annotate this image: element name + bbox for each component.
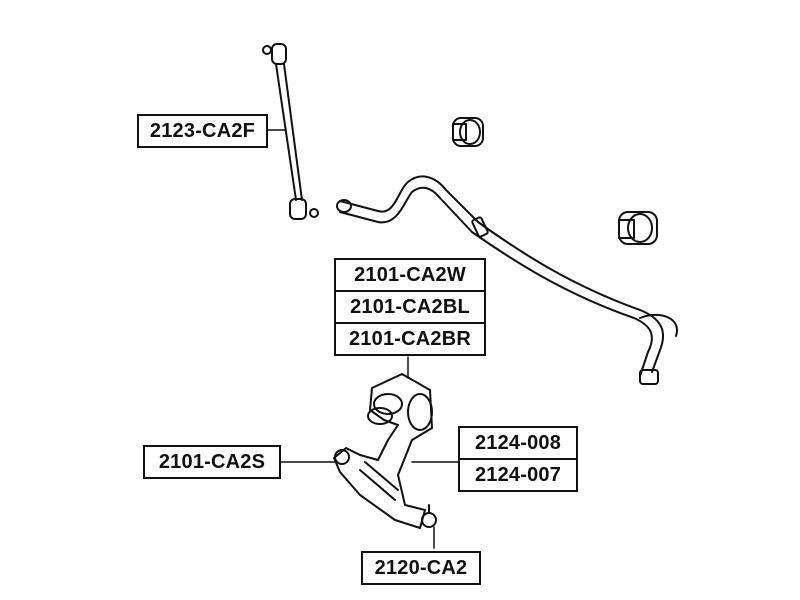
label-2101-CA2W: 2101-CA2W — [334, 258, 486, 292]
label-2101-CA2BL: 2101-CA2BL — [334, 290, 486, 324]
label-2101-CA2S: 2101-CA2S — [143, 445, 281, 479]
leader-lines — [267, 129, 459, 549]
label-2123-CA2F: 2123-CA2F — [137, 114, 268, 148]
label-stack-upper: 2101-CA2W 2101-CA2BL 2101-CA2BR — [334, 258, 486, 356]
label-2124-007: 2124-007 — [458, 458, 578, 492]
label-2124-008: 2124-008 — [458, 426, 578, 460]
label-2120-CA2: 2120-CA2 — [361, 551, 481, 585]
stabilizer-bushing-part — [618, 211, 658, 245]
label-stack-bushings: 2124-008 2124-007 — [458, 426, 578, 492]
stabilizer-bar-part — [336, 175, 678, 385]
control-arm-part — [333, 373, 437, 529]
stabilizer-link-part — [262, 43, 319, 220]
stabilizer-bushing-part — [452, 117, 484, 147]
label-2101-CA2BR: 2101-CA2BR — [334, 322, 486, 356]
